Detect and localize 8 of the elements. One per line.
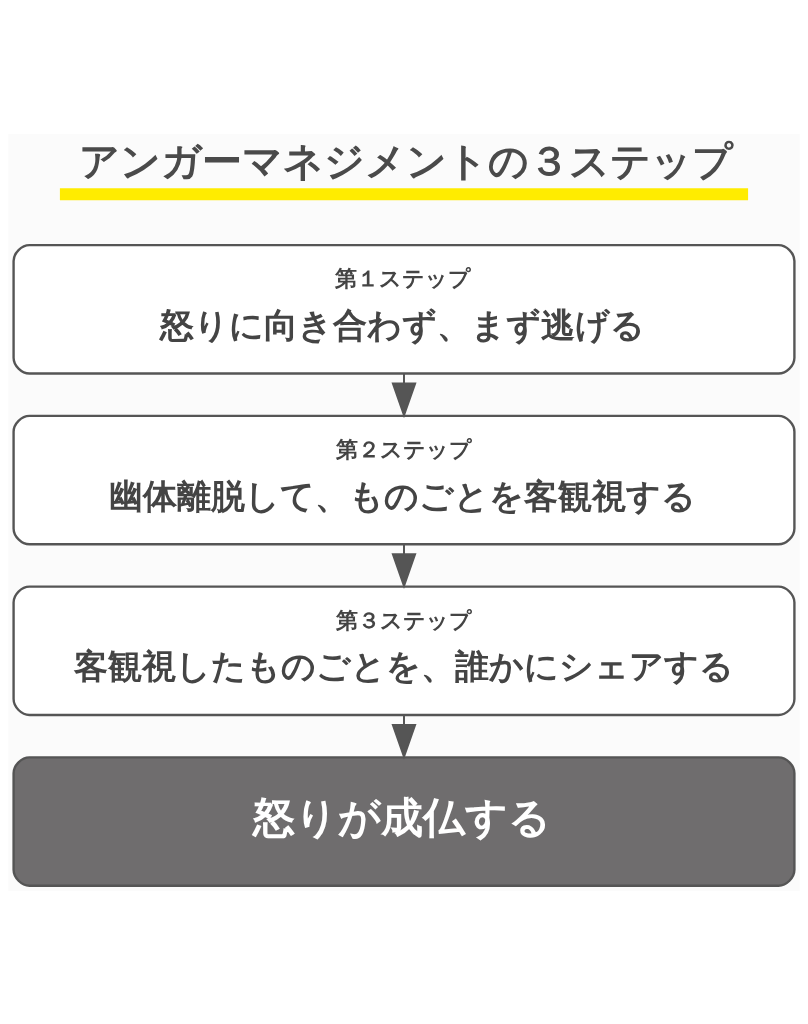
diagram-title: アンガーマネジメントの３ステップ [79,137,734,184]
arrow [391,542,417,589]
node-box: 第２ステップ 幽体離脱して、ものごとを客観視する [12,414,796,545]
arrow [391,713,417,760]
arrow [391,372,417,418]
node-box: 怒りが成仏する [12,755,796,887]
node-box: 第３ステップ 客観視したものごとを、誰かにシェアする [12,584,796,716]
node-box: 第１ステップ 怒りに向き合わず、まず逃げる [12,243,796,375]
